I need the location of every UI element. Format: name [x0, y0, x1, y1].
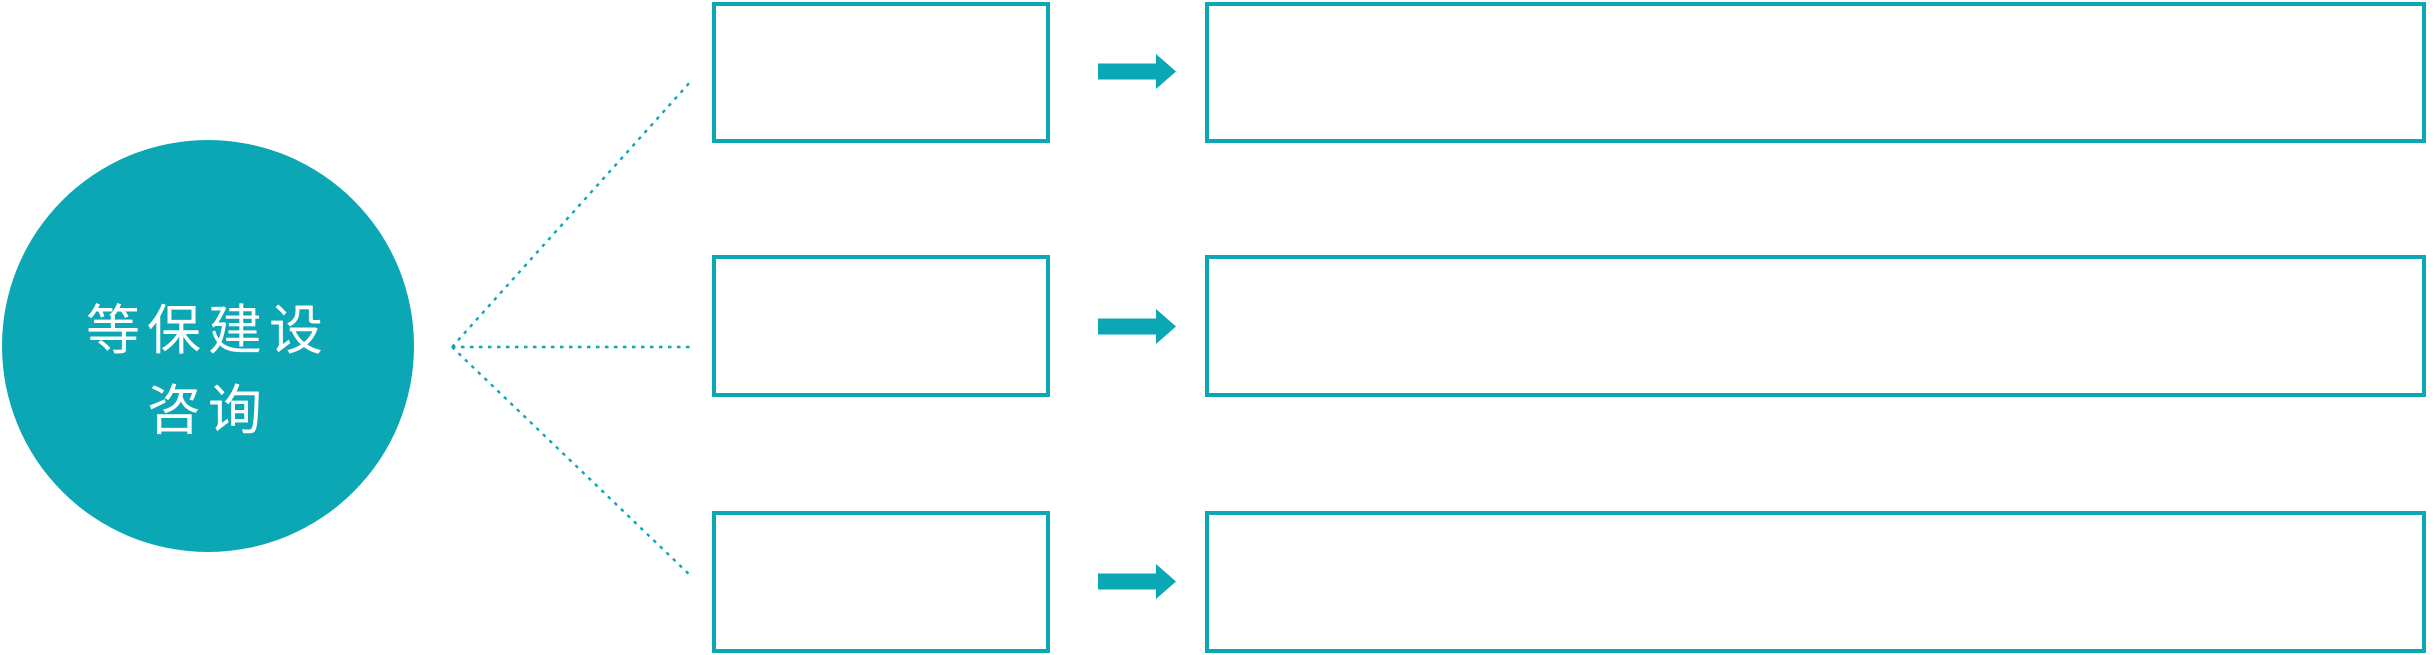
- hub-label: 等保建设 咨询: [86, 291, 330, 451]
- detail-box-1: [1205, 2, 2426, 143]
- connector-line-top: [451, 79, 693, 348]
- hub-label-line2: 咨询: [147, 381, 269, 441]
- hub-circle: 等保建设 咨询: [2, 140, 414, 552]
- step-box-1: [712, 2, 1050, 143]
- connector-line-bottom: [451, 346, 693, 578]
- detail-box-2: [1205, 255, 2426, 397]
- arrow-right-icon: [1098, 54, 1176, 89]
- step-box-2: [712, 255, 1050, 397]
- detail-box-3: [1205, 511, 2426, 653]
- arrow-right-icon: [1098, 564, 1176, 599]
- step-box-3: [712, 511, 1050, 653]
- hub-label-line1: 等保建设: [86, 301, 330, 361]
- arrow-right-icon: [1098, 309, 1176, 344]
